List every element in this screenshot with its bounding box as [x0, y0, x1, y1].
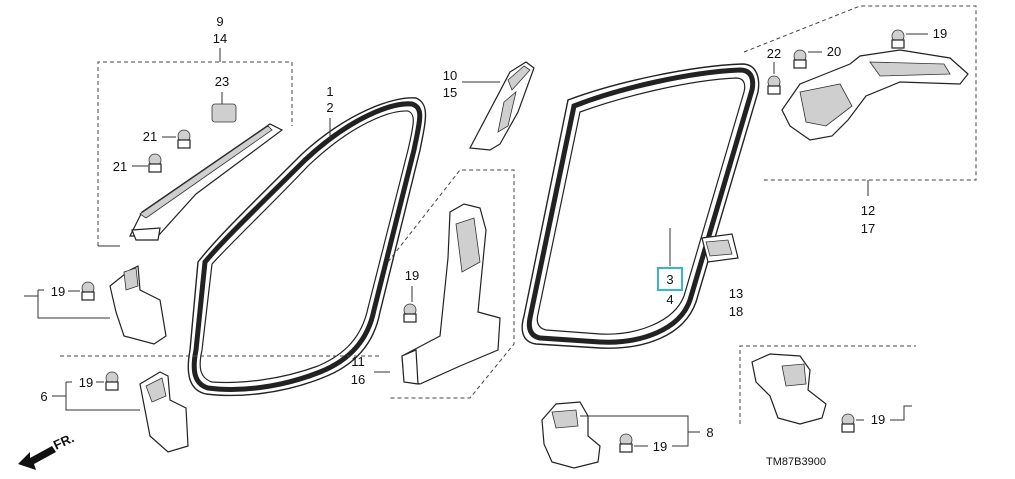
callout-19-bottom-right: 19 [871, 412, 885, 427]
callout-17: 17 [861, 221, 875, 236]
callout-19-center: 19 [405, 268, 419, 283]
callout-11: 11 [351, 354, 365, 369]
callout-19-bottom-center: 19 [653, 439, 667, 454]
front-side-lining-upper: 19 [24, 265, 167, 345]
callout-10: 10 [443, 68, 457, 83]
group-bracket-11-16 [387, 169, 515, 399]
callout-9: 9 [216, 14, 223, 29]
callout-18: 18 [729, 304, 743, 319]
callout-12: 12 [861, 203, 875, 218]
callout-13: 13 [729, 286, 743, 301]
front-door-seal: 1 2 [187, 84, 427, 397]
callout-19-left-bottom: 19 [79, 375, 93, 390]
rear-side-lining-lower: 19 8 [541, 401, 714, 469]
pillar-garnish-group: 9 14 23 21 21 [97, 14, 293, 247]
callout-22: 22 [767, 46, 781, 61]
callout-21-upper: 21 [143, 129, 157, 144]
callout-8: 8 [706, 425, 713, 440]
callout-19-top-right: 19 [933, 26, 947, 41]
screw-21-upper: 21 [143, 129, 191, 149]
group-bracket-12-17 [743, 5, 977, 181]
rear-door-seal: 3 4 [521, 63, 760, 349]
center-pillar-upper-garnish: 10 15 [443, 61, 535, 151]
clip-23: 23 [211, 74, 237, 123]
front-label: FR. [51, 430, 76, 452]
center-pillar-lower-group: 11 16 19 [351, 169, 515, 399]
rear-side-lining-group: 19 [739, 345, 916, 433]
callout-14: 14 [213, 31, 227, 46]
callout-2: 2 [326, 100, 333, 115]
callout-3: 3 [666, 272, 673, 287]
callout-21-lower: 21 [113, 159, 127, 174]
group-bracket-9-14 [97, 61, 293, 246]
callout-1: 1 [326, 84, 333, 99]
screw-21-lower: 21 [113, 153, 162, 174]
front-direction-arrow: FR. [18, 430, 76, 470]
callout-16: 16 [351, 372, 365, 387]
front-side-lining-lower: 19 6 [40, 371, 189, 453]
screw-19-center: 19 [403, 268, 419, 323]
callout-15: 15 [443, 85, 457, 100]
group-bracket-right [739, 345, 916, 424]
callout-3-highlight [657, 267, 683, 291]
screw-22: 22 [767, 46, 781, 95]
callout-6: 6 [40, 389, 47, 404]
callout-4: 4 [666, 292, 673, 307]
callout-23: 23 [215, 74, 229, 89]
callout-19-left-top: 19 [51, 284, 65, 299]
diagram-code: TM87B3900 [766, 456, 826, 468]
rear-pillar-group: 12 17 22 20 19 [743, 5, 977, 236]
screw-19-top-right: 19 [891, 26, 947, 49]
clip-13-18: 13 18 [701, 233, 743, 319]
callout-20: 20 [827, 44, 841, 59]
screw-20: 20 [793, 44, 841, 69]
